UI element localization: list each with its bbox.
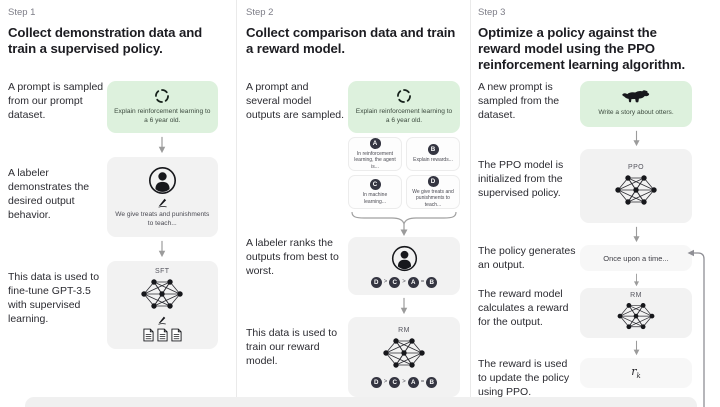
document-icon <box>171 328 182 342</box>
step3-row1-description: A new prompt is sampled from the dataset… <box>478 81 560 121</box>
bottom-panel-edge <box>25 397 697 407</box>
step1-label: Step 1 <box>8 7 36 18</box>
sft-box: SFT <box>106 261 218 349</box>
rank-chip: D <box>370 376 382 388</box>
down-arrow-icon <box>157 240 167 258</box>
rank-chip: C <box>389 376 401 388</box>
reward-box: rk <box>580 357 692 388</box>
output-letter-chip: B <box>427 144 439 156</box>
column-divider <box>470 0 471 407</box>
sample-dashed-circle-icon <box>396 88 412 104</box>
output-text: In reinforcement learning, the agent is.… <box>354 150 396 170</box>
labeler-demo-box: We give treats and punishments to teach.… <box>106 157 218 237</box>
step3-row4-description: The reward model calculates a reward for… <box>478 287 569 328</box>
pencil-icon <box>157 315 167 325</box>
step2-row2-description: A labeler ranks the outputs from best to… <box>246 237 339 277</box>
output-letter-chip: C <box>369 179 381 190</box>
document-icon <box>157 328 168 342</box>
pencil-icon <box>157 197 168 208</box>
rm-box: RM <box>580 287 692 338</box>
step2-column: Step 2 Collect comparison data and train… <box>246 0 460 397</box>
sft-label: SFT <box>155 268 170 275</box>
sample-dashed-circle-icon <box>154 88 170 104</box>
down-arrow-icon <box>632 273 641 287</box>
rank-chip: C <box>389 276 401 288</box>
ranking-row: D > C > A = B <box>370 276 438 288</box>
ppo-label: PPO <box>628 163 644 171</box>
step1-row3-description: This data is used to fine-tune GPT-3.5 w… <box>8 271 100 325</box>
rm-label: RM <box>630 292 642 300</box>
step1-title: Collect demonstration data and train a s… <box>8 25 203 57</box>
prompt-text: Write a story about otters. <box>598 109 674 117</box>
step2-row3-description: This data is used to train our reward mo… <box>246 327 338 367</box>
network-icon <box>382 336 426 372</box>
document-icon <box>143 328 154 342</box>
down-arrow-icon <box>157 136 167 154</box>
step2-label: Step 2 <box>246 7 274 18</box>
rank-chip: D <box>370 276 382 288</box>
labeler-icon <box>391 245 418 272</box>
output-card-c: C In machine learning... <box>348 175 402 209</box>
step2-title: Collect comparison data and train a rewa… <box>246 25 456 57</box>
prompt-box: Explain reinforcement learning to a 6 ye… <box>106 81 218 133</box>
rm-label: RM <box>398 326 410 334</box>
prompt-box: Explain reinforcement learning to a 6 ye… <box>348 81 460 133</box>
reward-symbol: rk <box>631 365 641 381</box>
network-icon <box>140 277 184 313</box>
rank-separator: > <box>383 379 388 385</box>
step1-row2-description: A labeler demonstrates the desired outpu… <box>8 167 90 221</box>
policy-output-box: Once upon a time... <box>580 245 692 271</box>
rank-separator: > <box>402 379 406 385</box>
rm-box: RM D > C > A = B <box>348 317 460 397</box>
output-text: We give treats and punishments to teach.… <box>412 188 454 208</box>
step3-label: Step 3 <box>478 7 506 18</box>
step3-row2-description: The PPO model is initialized from the su… <box>478 159 564 199</box>
rank-separator: = <box>420 279 425 285</box>
labeler-rank-box: D > C > A = B <box>348 237 460 295</box>
labeler-icon <box>148 166 177 195</box>
step1-column: Step 1 Collect demonstration data and tr… <box>8 0 218 349</box>
prompt-box: Write a story about otters. <box>580 81 692 127</box>
prompt-text: Explain reinforcement learning to a 6 ye… <box>355 108 453 124</box>
step3-column: Step 3 Optimize a policy against the rew… <box>478 0 705 407</box>
rank-separator: > <box>383 279 388 285</box>
output-card-d: D We give treats and punishments to teac… <box>406 175 460 209</box>
down-arrow-icon <box>632 340 641 356</box>
down-arrow-icon <box>632 226 641 243</box>
rank-chip: A <box>407 376 419 388</box>
rank-chip: A <box>407 276 419 288</box>
rank-separator: > <box>402 279 406 285</box>
rank-separator: = <box>420 379 425 385</box>
otter-icon <box>621 90 651 105</box>
output-card-b: B Explain rewards... <box>406 137 460 171</box>
step1-row1-description: A prompt is sampled from our prompt data… <box>8 81 104 121</box>
brace-funnel-icon <box>351 211 457 236</box>
network-icon <box>614 173 658 209</box>
output-card-a: A In reinforcement learning, the agent i… <box>348 137 402 171</box>
down-arrow-icon <box>399 297 409 315</box>
step3-row5-description: The reward is used to update the policy … <box>478 357 570 398</box>
prompt-text: Explain reinforcement learning to a 6 ye… <box>114 108 211 124</box>
step3-title: Optimize a policy against the reward mod… <box>478 25 686 73</box>
network-icon <box>616 301 656 333</box>
ppo-box: PPO <box>580 149 692 223</box>
down-arrow-icon <box>632 130 641 147</box>
output-letter-chip: D <box>427 176 439 187</box>
output-text: Explain rewards... <box>413 157 453 164</box>
labeler-caption: We give treats and punishments to teach.… <box>115 210 210 227</box>
output-text: In machine learning... <box>362 192 388 205</box>
output-letter-chip: A <box>369 138 381 149</box>
documents-icon <box>143 328 182 342</box>
rank-chip: B <box>426 276 438 288</box>
feedback-arrow-icon <box>687 249 705 407</box>
ranking-row: D > C > A = B <box>370 376 438 388</box>
step3-row3-description: The policy generates an output. <box>478 245 576 271</box>
rank-chip: B <box>426 376 438 388</box>
column-divider <box>236 0 237 407</box>
step2-row1-description: A prompt and several model outputs are s… <box>246 81 345 121</box>
model-outputs-grid: A In reinforcement learning, the agent i… <box>348 137 460 209</box>
